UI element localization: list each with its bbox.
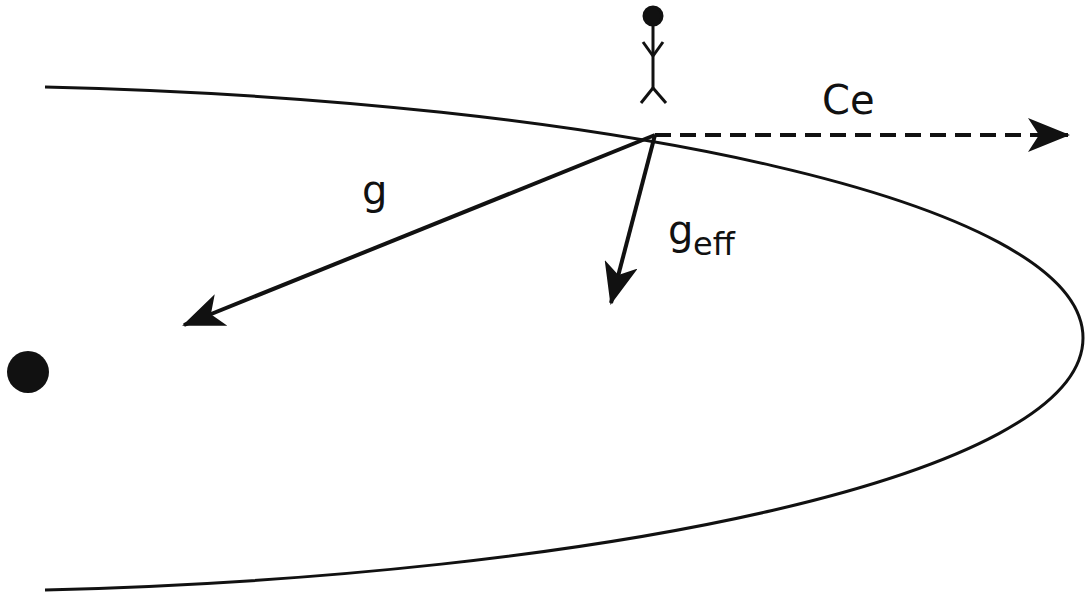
surface-curve: [45, 87, 1083, 590]
vector-label: g: [362, 170, 387, 210]
stick-figure: [641, 7, 666, 103]
vector-label: Ce: [822, 80, 875, 120]
centrifugal-vector: [655, 133, 1030, 137]
subscript-label: eff: [693, 228, 735, 260]
centrifugal-arrowhead: [1030, 133, 1068, 137]
vector-label: g: [668, 210, 693, 250]
effective-gravity-vector: [611, 135, 655, 303]
center-mass: [7, 351, 49, 393]
gravity-vector: [184, 135, 655, 325]
